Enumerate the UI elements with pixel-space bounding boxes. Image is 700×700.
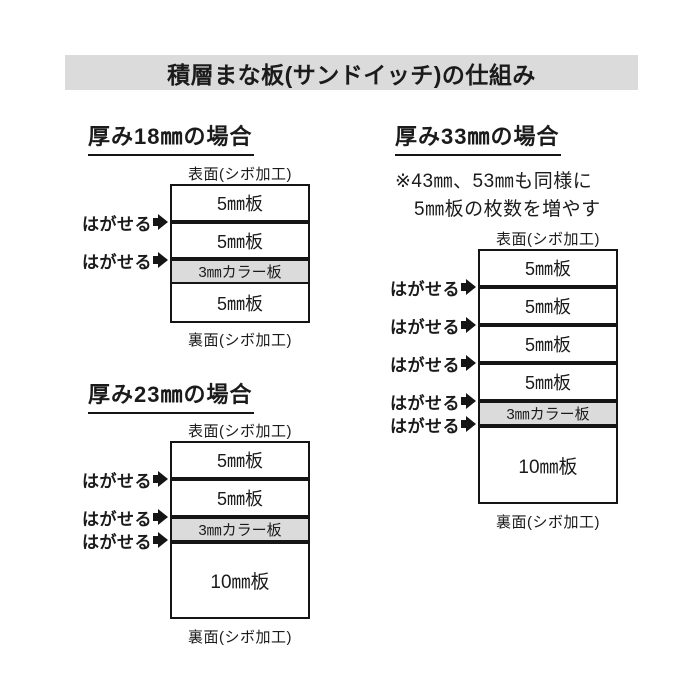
peel-label: はがせる [386, 353, 476, 375]
arrow-right-icon [461, 416, 476, 432]
peel-divider [172, 477, 308, 481]
layer-board: 10㎜板 [210, 572, 270, 593]
arrow-right-icon [153, 509, 168, 525]
diagram-33-surface-label: 表面(シボ加工) [496, 231, 600, 248]
diagram-18-layer-stack: 5㎜板 5㎜板 3㎜カラー板 5㎜板 [170, 184, 310, 323]
peel-divider [480, 285, 616, 289]
arrow-right-icon [461, 279, 476, 295]
arrow-right-icon [461, 317, 476, 333]
peel-label: はがせる [78, 530, 168, 552]
layer-board: 5㎜板 [524, 297, 571, 317]
peel-label-text: はがせる [82, 214, 152, 234]
layer-board: 5㎜板 [524, 259, 571, 279]
peel-divider [480, 424, 616, 428]
page-title: 積層まな板(サンドイッチ)の仕組み [167, 61, 536, 88]
layer-board: 5㎜板 [524, 373, 571, 393]
layer-board: 5㎜板 [524, 335, 571, 355]
layer-color-board: 3㎜カラー板 [172, 261, 308, 284]
arrow-right-icon [153, 214, 168, 230]
diagram-33-layer-stack: 5㎜板 5㎜板 5㎜板 5㎜板 3㎜カラー板 10㎜板 [478, 249, 618, 504]
peel-label-text: はがせる [82, 509, 152, 529]
peel-label: はがせる [386, 414, 476, 436]
layer-board: 10㎜板 [518, 456, 578, 478]
peel-label-text: はがせる [390, 416, 460, 436]
peel-label: はがせる [78, 212, 168, 234]
peel-label: はがせる [78, 250, 168, 272]
diagram-23-heading: 厚み23㎜の場合 [88, 377, 255, 414]
title-banner: 積層まな板(サンドイッチ)の仕組み [65, 55, 638, 90]
diagram-18-back-label: 裏面(シボ加工) [188, 332, 292, 349]
note-line-1: ※43㎜、53㎜も同様に [395, 171, 593, 192]
diagram-23-back-label: 裏面(シボ加工) [188, 629, 292, 646]
note-line-2: 5㎜板の枚数を増やす [414, 199, 601, 220]
arrow-right-icon [153, 532, 168, 548]
diagram-23-layer-stack: 5㎜板 5㎜板 3㎜カラー板 10㎜板 [170, 441, 310, 619]
layer-board: 5㎜板 [216, 489, 263, 509]
peel-divider [172, 220, 308, 224]
peel-label-text: はがせる [390, 393, 460, 413]
diagram-18-heading: 厚み18㎜の場合 [88, 119, 255, 156]
peel-divider [172, 515, 308, 519]
peel-label-text: はがせる [82, 252, 152, 272]
arrow-right-icon [153, 252, 168, 268]
arrow-right-icon [153, 471, 168, 487]
peel-divider [172, 540, 308, 544]
layer-board: 5㎜板 [216, 293, 263, 314]
peel-divider [480, 399, 616, 403]
peel-label: はがせる [78, 469, 168, 491]
layer-color-board: 3㎜カラー板 [172, 519, 308, 540]
peel-label: はがせる [386, 391, 476, 413]
peel-label-text: はがせる [390, 317, 460, 337]
peel-label-text: はがせる [82, 532, 152, 552]
peel-label-text: はがせる [82, 471, 152, 491]
peel-divider [480, 323, 616, 327]
peel-label: はがせる [386, 277, 476, 299]
diagram-18-surface-label: 表面(シボ加工) [188, 166, 292, 183]
peel-label: はがせる [386, 315, 476, 337]
peel-label: はがせる [78, 507, 168, 529]
peel-divider [172, 257, 308, 261]
diagram-23-surface-label: 表面(シボ加工) [188, 423, 292, 440]
layer-board: 5㎜板 [216, 451, 263, 471]
arrow-right-icon [461, 393, 476, 409]
peel-label-text: はがせる [390, 355, 460, 375]
layer-board: 5㎜板 [216, 231, 263, 252]
peel-label-text: はがせる [390, 279, 460, 299]
arrow-right-icon [461, 355, 476, 371]
peel-divider [480, 361, 616, 365]
layer-color-board: 3㎜カラー板 [480, 403, 616, 424]
diagram-33-heading: 厚み33㎜の場合 [395, 119, 562, 156]
diagram-33-back-label: 裏面(シボ加工) [496, 514, 600, 531]
layer-board: 5㎜板 [216, 194, 263, 214]
